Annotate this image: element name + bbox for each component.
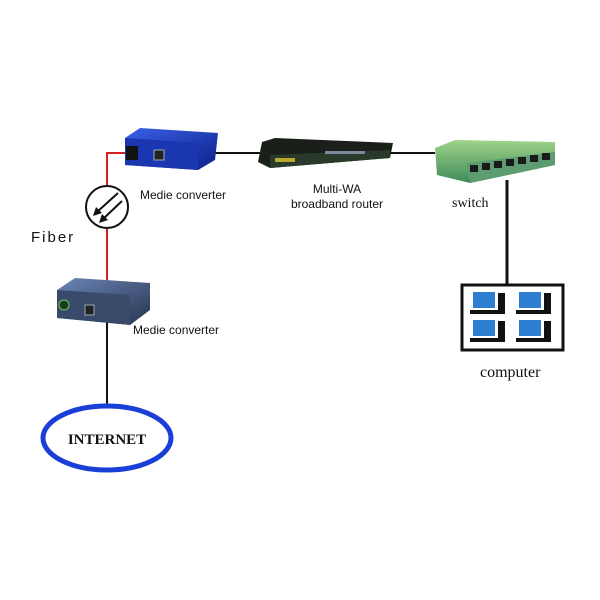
bottom-converter-label: Medie converter [133,323,219,337]
fiber-label: Fiber [31,229,75,246]
computer-icon [470,292,505,314]
top-media-converter-icon [125,128,218,170]
computer-label: computer [480,364,541,381]
switch-label: switch [452,196,489,211]
bottom-media-converter-icon [57,278,150,325]
internet-cloud-icon [40,403,174,473]
router-icon [258,138,393,168]
computer-icon [516,292,551,314]
computer-icon [516,320,551,342]
computer-icon [470,320,505,342]
top-converter-label: Medie converter [140,188,226,202]
router-label-line2: broadband router [291,197,383,211]
switch-icon [435,140,555,183]
router-label-line1: Multi-WA [313,182,361,196]
internet-label: INTERNET [68,432,146,448]
computer-group-icon [460,283,565,352]
fiber-icon [85,185,129,229]
fiber-link [106,152,125,285]
